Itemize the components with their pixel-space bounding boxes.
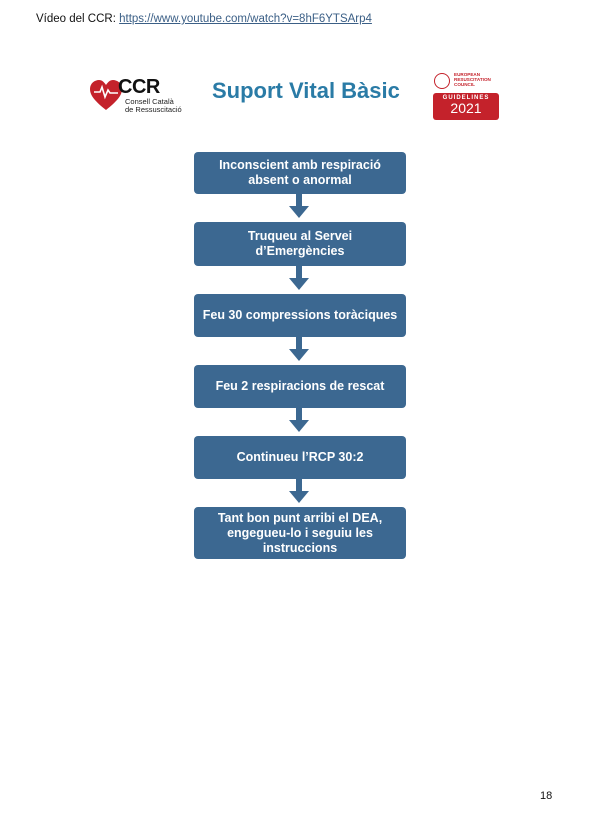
erc-line3: COUNCIL bbox=[454, 82, 475, 87]
ccr-subtitle: Consell Català de Ressuscitació bbox=[125, 98, 182, 114]
ccr-letters: CCR bbox=[118, 76, 160, 98]
step-box: Continueu l’RCP 30:2 bbox=[194, 436, 406, 479]
erc-name: EUROPEAN RESUSCITATION COUNCIL bbox=[454, 72, 491, 87]
erc-guidelines: GUIDELINES bbox=[442, 95, 490, 101]
down-arrow-icon bbox=[289, 336, 309, 361]
down-arrow-icon bbox=[289, 265, 309, 290]
step-box: Truqueu al Servei d’Emergències bbox=[194, 222, 406, 266]
page-title: Suport Vital Bàsic bbox=[212, 78, 400, 103]
page-number: 18 bbox=[540, 790, 553, 802]
step-box: Inconscient amb respiració absent o anor… bbox=[194, 152, 406, 194]
heart-icon bbox=[90, 80, 122, 110]
erc-lungs-icon bbox=[434, 73, 450, 89]
down-arrow-icon bbox=[289, 193, 309, 218]
erc-line2: RESUSCITATION bbox=[454, 77, 491, 82]
ccr-line2: de Ressuscitació bbox=[125, 105, 182, 114]
video-link[interactable]: https://www.youtube.com/watch?v=8hF6YTSA… bbox=[119, 13, 372, 25]
step-box: Tant bon punt arribi el DEA, engegueu-lo… bbox=[194, 507, 406, 559]
step-box: Feu 2 respiracions de rescat bbox=[194, 365, 406, 408]
down-arrow-icon bbox=[289, 407, 309, 432]
erc-line1: EUROPEAN bbox=[454, 72, 481, 77]
step-box: Feu 30 compressions toràciques bbox=[194, 294, 406, 337]
erc-logo: EUROPEAN RESUSCITATION COUNCIL GUIDELINE… bbox=[432, 71, 500, 121]
video-label: Vídeo del CCR: bbox=[36, 13, 116, 25]
ccr-line1: Consell Català bbox=[125, 97, 174, 106]
video-reference: Vídeo del CCR: https://www.youtube.com/w… bbox=[36, 13, 372, 25]
erc-guidelines-badge: GUIDELINES 2021 bbox=[433, 93, 499, 120]
ccr-logo: CCR Consell Català de Ressuscitació bbox=[88, 76, 188, 116]
erc-year: 2021 bbox=[450, 100, 482, 116]
down-arrow-icon bbox=[289, 478, 309, 503]
